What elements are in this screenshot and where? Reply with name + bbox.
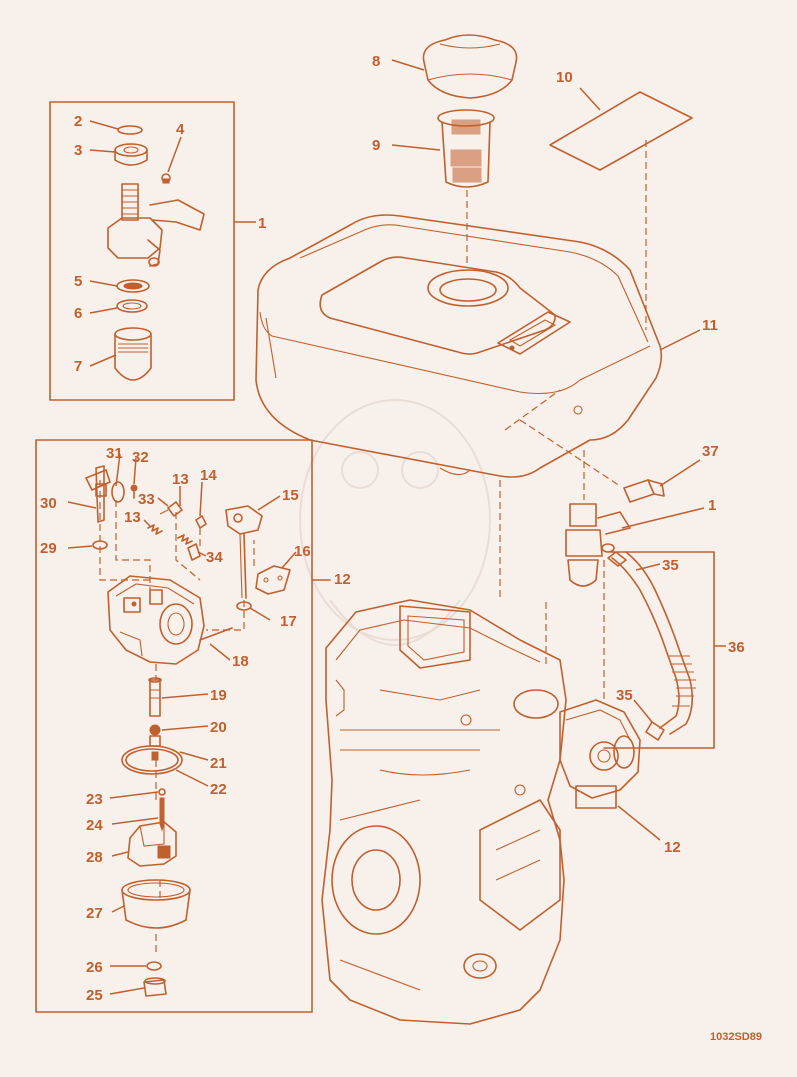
label-20: 20 <box>210 719 227 736</box>
fuel-strainer-9 <box>437 109 495 188</box>
label-7: 7 <box>74 358 82 375</box>
label-8: 8 <box>372 53 380 70</box>
label-36: 36 <box>728 639 745 656</box>
sediment-cup-7 <box>114 327 152 381</box>
label-18: 18 <box>232 653 249 670</box>
label-16: 16 <box>294 543 311 560</box>
carburetor-inset <box>35 439 331 1013</box>
washer-26 <box>146 961 162 971</box>
nut-3 <box>114 143 148 166</box>
part-labels: 1 2 3 4 5 6 7 8 9 10 11 1 37 35 36 35 12… <box>40 53 762 1043</box>
fuel-valve-installed <box>565 503 631 587</box>
label-22: 22 <box>210 781 227 798</box>
label-1-valve-inset: 1 <box>258 215 266 232</box>
label-3: 3 <box>74 142 82 159</box>
label-12-inset: 12 <box>334 571 351 588</box>
screw-4 <box>161 173 171 184</box>
drain-bolt-25 <box>143 977 167 997</box>
label-32: 32 <box>132 449 149 466</box>
carburetor-installed <box>559 699 641 809</box>
label-4: 4 <box>176 121 185 138</box>
o-ring-2 <box>117 125 143 135</box>
label-35-top: 35 <box>662 557 679 574</box>
fuel-hose-36 <box>607 551 696 741</box>
emulsion-tube-19 <box>148 677 162 717</box>
label-19: 19 <box>210 687 227 704</box>
label-13-bottom: 13 <box>124 509 141 526</box>
label-25: 25 <box>86 987 103 1004</box>
label-30: 30 <box>40 495 57 512</box>
label-26: 26 <box>86 959 103 976</box>
gasket-16 <box>255 565 291 595</box>
label-10: 10 <box>556 69 573 86</box>
label-12-carb: 12 <box>664 839 681 856</box>
float-21 <box>151 751 159 761</box>
label-15: 15 <box>282 487 299 504</box>
label-1-valve: 1 <box>708 497 716 514</box>
filter-ring-6 <box>116 299 148 313</box>
label-6: 6 <box>74 305 82 322</box>
label-33: 33 <box>138 491 155 508</box>
fuel-valve-body <box>107 183 205 267</box>
label-11: 11 <box>702 317 718 334</box>
warning-label-10 <box>549 91 693 171</box>
label-23: 23 <box>86 791 103 808</box>
spring-13 <box>147 524 193 545</box>
label-9: 9 <box>372 137 380 154</box>
drawing-code: 1032SD89 <box>710 1031 762 1043</box>
label-27: 27 <box>86 905 103 922</box>
choke-plate-31 <box>111 481 125 503</box>
label-31: 31 <box>106 445 123 462</box>
label-34: 34 <box>206 549 223 566</box>
fuel-inlet-15 <box>225 505 263 599</box>
label-5: 5 <box>74 273 82 290</box>
screw-14 <box>195 515 207 529</box>
screw-34 <box>187 543 201 561</box>
float-28 <box>127 821 177 867</box>
screw-32 <box>130 484 138 492</box>
label-17: 17 <box>280 613 297 630</box>
engine-block <box>321 480 567 1025</box>
label-28: 28 <box>86 849 103 866</box>
label-37: 37 <box>702 443 719 460</box>
bowl-gasket-22 <box>121 745 183 775</box>
label-29: 29 <box>40 540 57 557</box>
label-13-top: 13 <box>172 471 189 488</box>
main-jet-20 <box>149 724 161 747</box>
fuel-tank-11 <box>255 214 663 478</box>
label-2: 2 <box>74 113 82 130</box>
gasket-5 <box>116 279 150 293</box>
label-35-bottom: 35 <box>616 687 633 704</box>
fuel-valve-inset <box>49 101 256 401</box>
label-21: 21 <box>210 755 227 772</box>
choke-lever-30 <box>85 465 111 523</box>
label-14: 14 <box>200 467 217 484</box>
fuel-cap-8 <box>422 34 518 99</box>
label-24: 24 <box>86 817 103 834</box>
carburetor-body <box>107 575 205 665</box>
float-bowl-27 <box>121 879 191 929</box>
pilot-screw-33 <box>159 501 183 517</box>
bolt-37 <box>623 479 665 503</box>
